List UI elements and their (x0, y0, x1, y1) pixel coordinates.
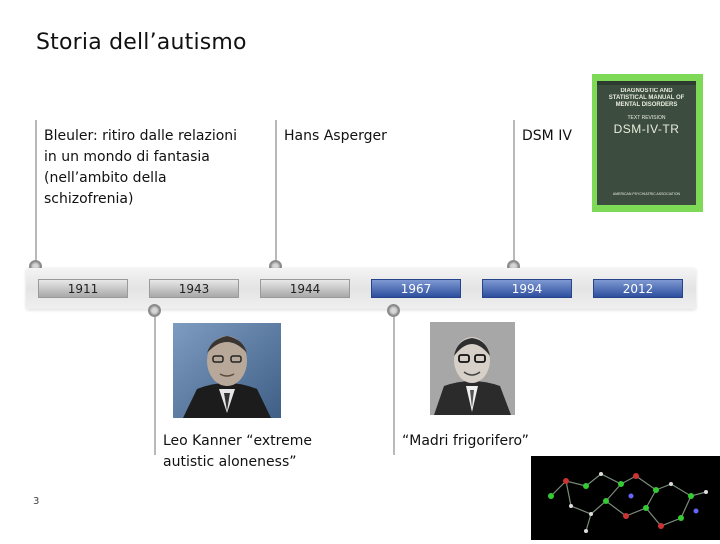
year-box-1994: 1994 (482, 279, 572, 298)
year-box-2012: 2012 (593, 279, 683, 298)
slide-title: Storia dell’autismo (36, 30, 247, 55)
connector-line (513, 120, 515, 260)
event-madri-frigorifero-label: “Madri frigorifero” (402, 431, 529, 452)
year-box-1967: 1967 (371, 279, 461, 298)
kanner-photo (173, 323, 281, 418)
year-box-1911: 1911 (38, 279, 128, 298)
connector-line (35, 120, 37, 260)
book-subtitle: TEXT REVISION (601, 115, 692, 121)
molecule-image (531, 456, 720, 540)
connector-line (393, 317, 395, 455)
book-edition: DSM-IV-TR (601, 122, 692, 136)
page-number: 3 (33, 496, 39, 507)
connector-line (154, 317, 156, 455)
year-box-1943: 1943 (149, 279, 239, 298)
bettelheim-photo (430, 322, 515, 415)
event-bleuler-label: Bleuler: ritiro dalle relazioni in un mo… (44, 126, 239, 210)
event-kanner-label: Leo Kanner “extreme autistic aloneness” (163, 431, 333, 473)
dsm-book-image: DIAGNOSTIC AND STATISTICAL MANUAL OF MEN… (592, 74, 703, 212)
event-asperger-label: Hans Asperger (284, 126, 387, 147)
year-box-1944: 1944 (260, 279, 350, 298)
book-publisher: AMERICAN PSYCHIATRIC ASSOCIATION (601, 192, 692, 196)
connector-dot (148, 304, 161, 317)
book-header: DIAGNOSTIC AND STATISTICAL MANUAL OF MEN… (601, 88, 692, 109)
event-dsm-label: DSM IV (522, 126, 572, 147)
connector-dot (387, 304, 400, 317)
connector-line (275, 120, 277, 260)
